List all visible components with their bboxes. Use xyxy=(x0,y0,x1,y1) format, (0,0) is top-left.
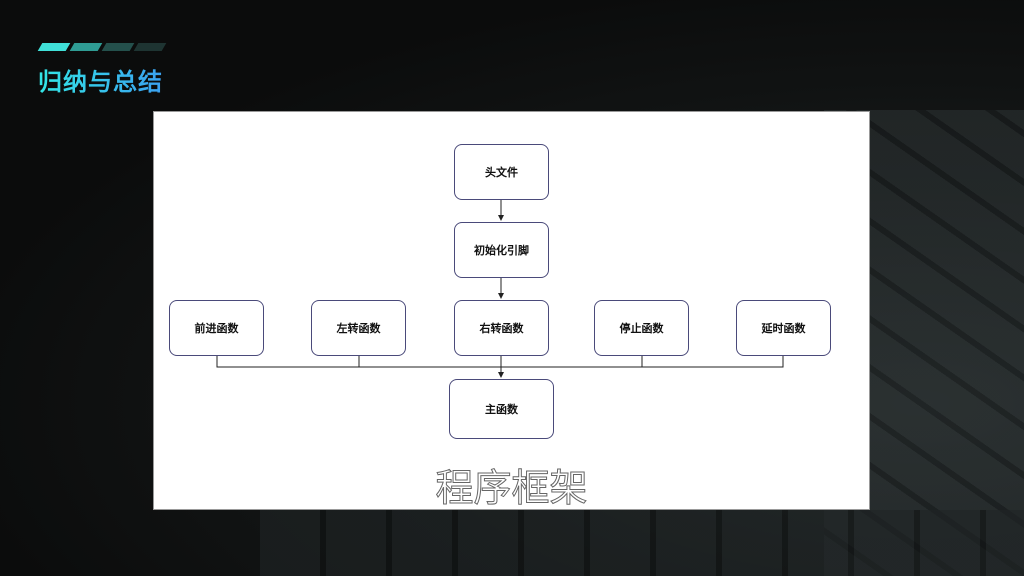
node-main: 主函数 xyxy=(449,379,554,439)
slide-title: 归纳与总结 xyxy=(38,62,163,97)
node-init: 初始化引脚 xyxy=(454,222,549,278)
accent-bar xyxy=(37,43,71,51)
accent-bars xyxy=(37,43,167,51)
node-forward: 前进函数 xyxy=(169,300,264,356)
connector-functions xyxy=(216,356,784,377)
diagram-caption: 程序框架 xyxy=(435,466,588,511)
node-stop: 停止函数 xyxy=(594,300,689,356)
accent-bar xyxy=(101,43,135,51)
node-right: 右转函数 xyxy=(454,300,549,356)
diagram-board: 头文件 初始化引脚 前进函数 左转函数 右转函数 停止函数 延时函数 主函数 程… xyxy=(153,111,870,511)
node-left: 左转函数 xyxy=(311,300,406,356)
accent-bar xyxy=(69,43,103,51)
node-delay: 延时函数 xyxy=(736,300,831,356)
connectors xyxy=(216,200,784,378)
accent-bar xyxy=(133,43,167,51)
node-header: 头文件 xyxy=(454,144,549,200)
keyboard-image-bottom xyxy=(260,510,1024,576)
